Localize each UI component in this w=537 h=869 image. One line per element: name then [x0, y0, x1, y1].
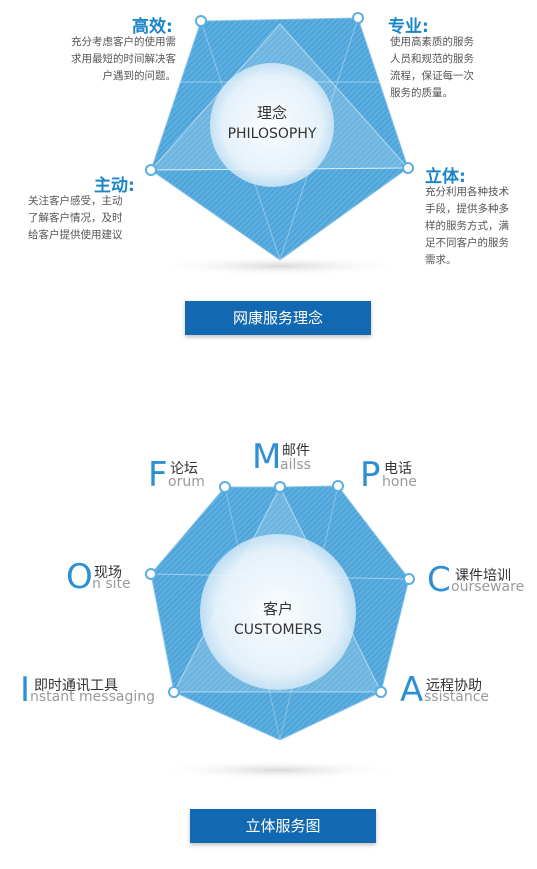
courseware-letter: C: [427, 560, 451, 600]
phone-letter: P: [360, 455, 381, 495]
pentagon-shadow: [150, 256, 410, 276]
node-dot: [145, 164, 157, 176]
efficient-desc: 充分考虑客户的使用需 求用最短的时间解决客 户遇到的问题。: [50, 34, 176, 85]
desc-line: 求用最短的时间解决客: [71, 53, 176, 65]
customers-center-circle: [200, 534, 356, 690]
node-dot: [375, 686, 387, 698]
onsite-en: n site: [92, 576, 131, 592]
desc-line: 手段，提供多种多: [425, 203, 509, 215]
desc-line: 了解客户情况，及时: [28, 212, 123, 224]
node-dot: [219, 481, 231, 493]
onsite-zh: 现场: [94, 565, 122, 581]
heptagon-shadow: [153, 760, 403, 780]
desc-line: 需求。: [425, 254, 457, 266]
proactive-desc: 关注客户感受，主动 了解客户情况，及时 给客户提供使用建议: [28, 193, 123, 244]
desc-line: 足不同客户的服务: [425, 237, 509, 249]
threed-desc: 充分利用各种技术 手段，提供多种多 样的服务方式，满 足不同客户的服务 需求。: [425, 184, 509, 269]
phone-label: P 电话 hone: [360, 455, 417, 495]
forum-label: F 论坛 orum: [148, 455, 205, 495]
forum-letter: F: [148, 455, 168, 495]
node-dot: [332, 480, 344, 492]
desc-line: 充分考虑客户的使用需: [71, 36, 176, 48]
desc-line: 给客户提供使用建议: [28, 229, 123, 241]
assist-en: ssistance: [424, 689, 490, 705]
node-dot: [403, 573, 415, 585]
instant-letter: I: [20, 670, 31, 710]
node-dot: [168, 686, 180, 698]
desc-line: 充分利用各种技术: [425, 186, 509, 198]
professional-desc: 使用高素质的服务 人员和规范的服务 流程，保证每一次 服务的质量。: [390, 34, 474, 102]
philosophy-center-circle: [210, 63, 334, 187]
professional-title: 专业:: [388, 17, 429, 37]
instant-zh: 即时通讯工具: [34, 678, 118, 694]
mail-label: M 邮件 ailss: [252, 437, 311, 477]
desc-line: 流程，保证每一次: [390, 70, 474, 82]
courseware-en: ourseware: [451, 579, 525, 595]
assist-zh: 远程协助: [426, 678, 482, 694]
efficient-title: 高效:: [132, 17, 173, 37]
proactive-title: 主动:: [94, 176, 135, 196]
courseware-zh: 课件培训: [455, 568, 511, 584]
customers-center-zh: 客户: [262, 600, 293, 618]
service-diagram-button[interactable]: 立体服务图: [190, 809, 376, 843]
assist-label: A 远程协助 ssistance: [400, 670, 489, 710]
desc-line: 使用高素质的服务: [390, 36, 474, 48]
desc-line: 户遇到的问题。: [102, 70, 177, 82]
instant-en: nstant messaging: [30, 689, 156, 705]
node-dot: [145, 568, 157, 580]
assist-letter: A: [400, 670, 424, 710]
desc-line: 人员和规范的服务: [390, 53, 474, 65]
courseware-label: C 课件培训 ourseware: [427, 560, 524, 600]
node-dot: [195, 15, 207, 27]
onsite-letter: O: [66, 557, 93, 597]
threed-title: 立体:: [425, 167, 466, 187]
philosophy-center-en: PHILOSOPHY: [227, 126, 317, 142]
phone-zh: 电话: [384, 461, 412, 477]
onsite-label: O 现场 n site: [66, 557, 131, 597]
philosophy-button[interactable]: 网康服务理念: [185, 301, 371, 335]
customers-center-en: CUSTOMERS: [233, 622, 323, 638]
node-dot: [352, 12, 364, 24]
philosophy-center-zh: 理念: [256, 104, 287, 122]
node-dot: [402, 162, 414, 174]
mail-zh: 邮件: [282, 443, 310, 459]
forum-zh: 论坛: [170, 461, 198, 477]
instant-label: I 即时通讯工具 nstant messaging: [20, 670, 155, 710]
desc-line: 服务的质量。: [390, 87, 453, 99]
phone-en: hone: [382, 474, 417, 490]
mail-en: ailss: [280, 457, 311, 473]
forum-en: orum: [168, 474, 205, 490]
node-dot: [274, 481, 286, 493]
desc-line: 样的服务方式，满: [425, 220, 509, 232]
mail-letter: M: [252, 437, 282, 477]
desc-line: 关注客户感受，主动: [28, 195, 123, 207]
